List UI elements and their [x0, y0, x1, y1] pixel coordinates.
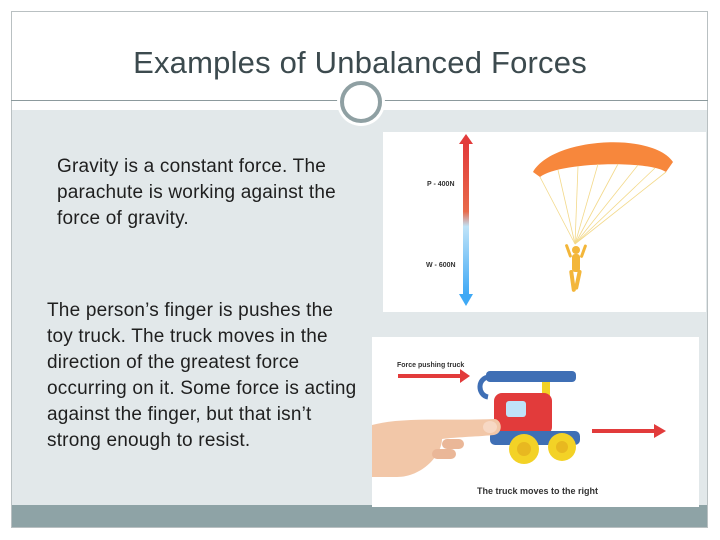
title-area: Examples of Unbalanced Forces	[11, 11, 708, 101]
truck-wheels	[509, 433, 576, 464]
parachute-image: P - 400N W - 600N	[383, 132, 706, 312]
body-text-truck: The person’s finger is pushes the toy tr…	[47, 300, 357, 451]
pushing-hand	[372, 419, 501, 477]
motion-arrow	[592, 424, 666, 438]
parachute-lines	[539, 163, 667, 245]
upward-force-label: P - 400N	[427, 181, 455, 188]
truck-image: Force pushing truck The truck moves to t…	[372, 337, 699, 507]
parachute-canopy	[533, 142, 673, 177]
truck-illustration	[372, 369, 666, 477]
truck-caption: The truck moves to the right	[477, 486, 599, 496]
weight-force-label: W - 600N	[426, 262, 456, 269]
footer-bar	[12, 505, 707, 527]
parachute-illustration	[459, 134, 673, 306]
truck-hook	[477, 374, 491, 400]
circle-ornament	[340, 81, 382, 123]
truck-crane-arm	[486, 371, 576, 382]
down-arrowhead	[459, 294, 473, 306]
parachutist	[565, 244, 587, 292]
truck-window	[506, 401, 526, 417]
slide-title: Examples of Unbalanced Forces	[133, 45, 587, 80]
push-force-label: Force pushing truck	[397, 362, 465, 369]
force-arrow-shaft	[463, 144, 469, 294]
body-text-gravity: Gravity is a constant force. The parachu…	[57, 156, 336, 229]
push-force-arrow	[398, 369, 470, 383]
up-arrowhead	[459, 134, 473, 144]
